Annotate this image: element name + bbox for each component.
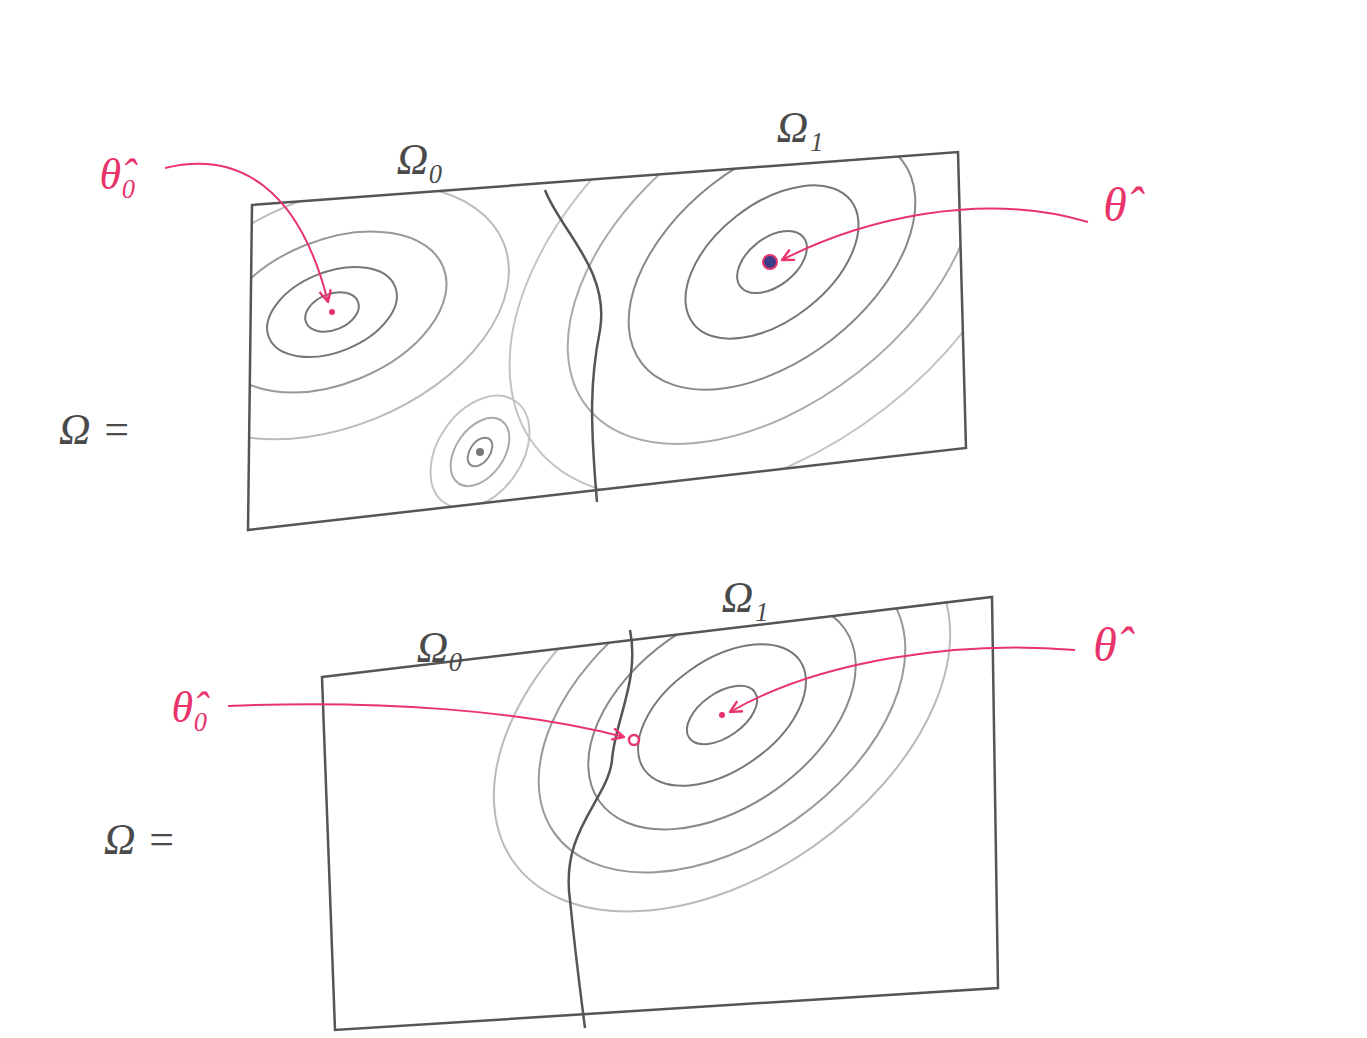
region-label: Ω₁ xyxy=(721,576,768,620)
estimate-label: θ̂ xyxy=(1093,621,1117,669)
region-label: Ω₀ xyxy=(396,138,443,182)
region-label: Ω₀ xyxy=(416,626,463,670)
estimate-label: θ̂₀ xyxy=(100,153,137,197)
top-panel xyxy=(117,0,1122,592)
estimate-label: θ̂ xyxy=(1103,181,1127,229)
contours-right xyxy=(422,0,1123,592)
estimate-label: θ̂₀ xyxy=(172,686,209,730)
bottom-panel xyxy=(228,438,1075,1030)
set-label: Ω = xyxy=(104,818,177,862)
set-label: Ω = xyxy=(59,408,132,452)
region-label: Ω₁ xyxy=(776,106,823,150)
